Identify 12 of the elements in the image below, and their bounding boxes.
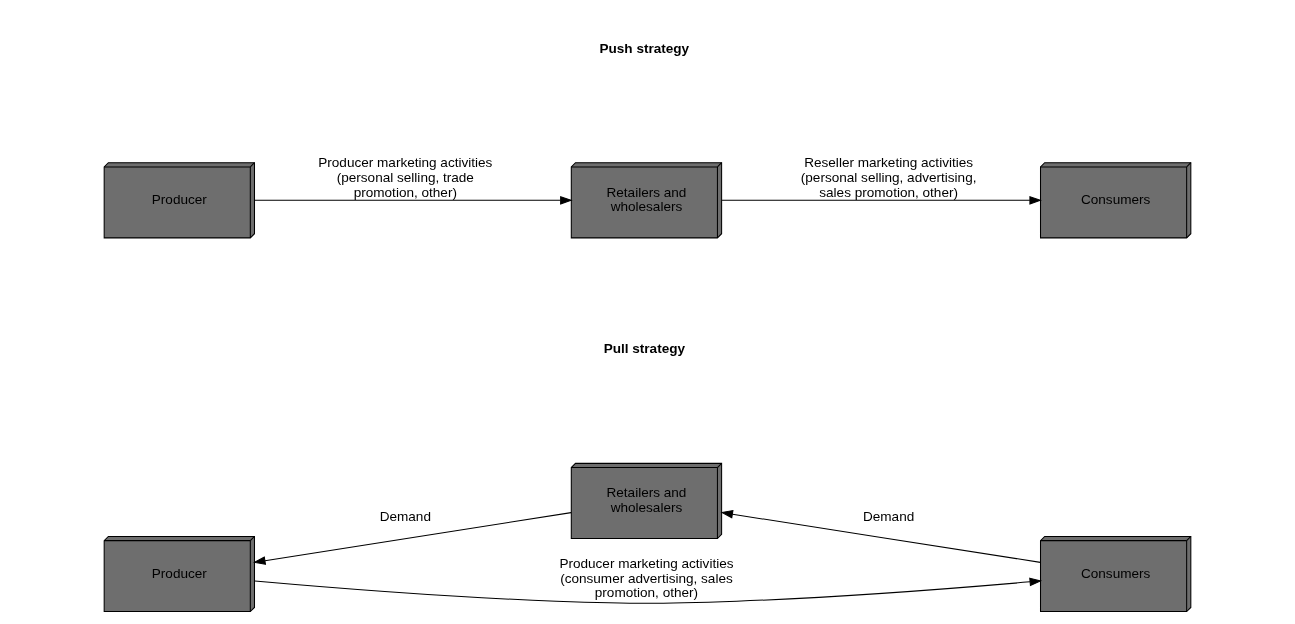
arrow	[721, 195, 1042, 205]
edge-label: Demand	[863, 509, 915, 525]
edge-label: Demand	[379, 509, 431, 525]
edge-label: Producer marketing activities (personal selling, trade promotion, other)	[318, 155, 493, 200]
edge-label: Reseller marketing activities (personal selling, advertising, sales promotion, other)	[800, 155, 977, 200]
arrow	[254, 195, 573, 205]
arrow	[720, 509, 1041, 563]
edge-label: Producer marketing activities (consumer advertising, sales promotion, other)	[559, 556, 734, 601]
label: Push strategy	[599, 40, 690, 56]
arrow	[254, 577, 1043, 604]
label: Pull strategy	[603, 341, 686, 357]
arrow	[253, 512, 572, 565]
